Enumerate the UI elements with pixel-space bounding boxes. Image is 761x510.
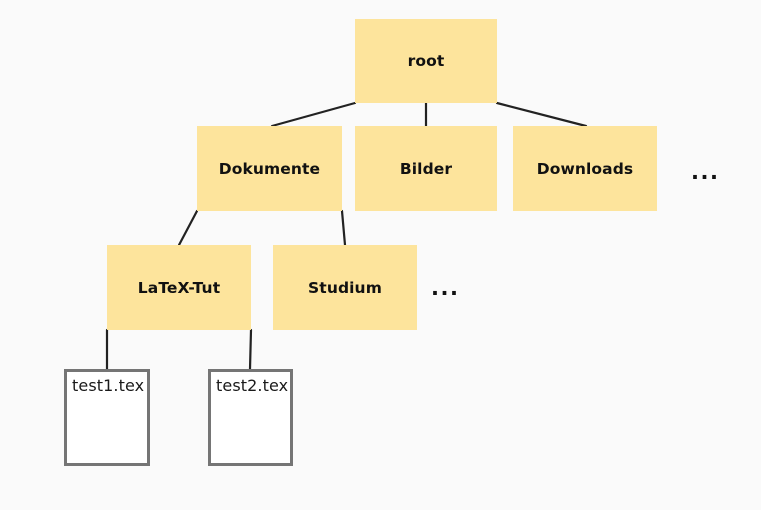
node-label: Bilder (399, 159, 453, 178)
ellipsis-level2: ... (691, 160, 720, 184)
folder-node-latextut[interactable]: LaTeX-Tut (107, 245, 251, 330)
node-label: test1.tex (72, 376, 145, 395)
node-label: Downloads (536, 159, 634, 178)
folder-node-bilder[interactable]: Bilder (355, 126, 497, 211)
node-label: LaTeX-Tut (137, 278, 221, 297)
edge-dokumente-to-latextut (177, 209, 199, 247)
node-label: Studium (308, 278, 382, 297)
file-node-test1[interactable]: test1.tex (64, 369, 150, 466)
folder-node-downloads[interactable]: Downloads (513, 126, 657, 211)
file-node-test2[interactable]: test2.tex (208, 369, 293, 466)
node-label: Dokumente (218, 159, 321, 178)
edge-dokumente-to-studium (340, 209, 347, 247)
edge-root-to-dokumente (270, 101, 357, 128)
edge-latextut-to-test2 (248, 328, 253, 371)
ellipsis-level3: ... (431, 276, 460, 300)
node-label: test2.tex (216, 376, 289, 395)
folder-node-studium[interactable]: Studium (273, 245, 417, 330)
folder-node-root[interactable]: root (355, 19, 497, 103)
folder-node-dokumente[interactable]: Dokumente (197, 126, 342, 211)
node-label: root (407, 52, 445, 70)
edge-root-to-downloads (495, 101, 588, 128)
